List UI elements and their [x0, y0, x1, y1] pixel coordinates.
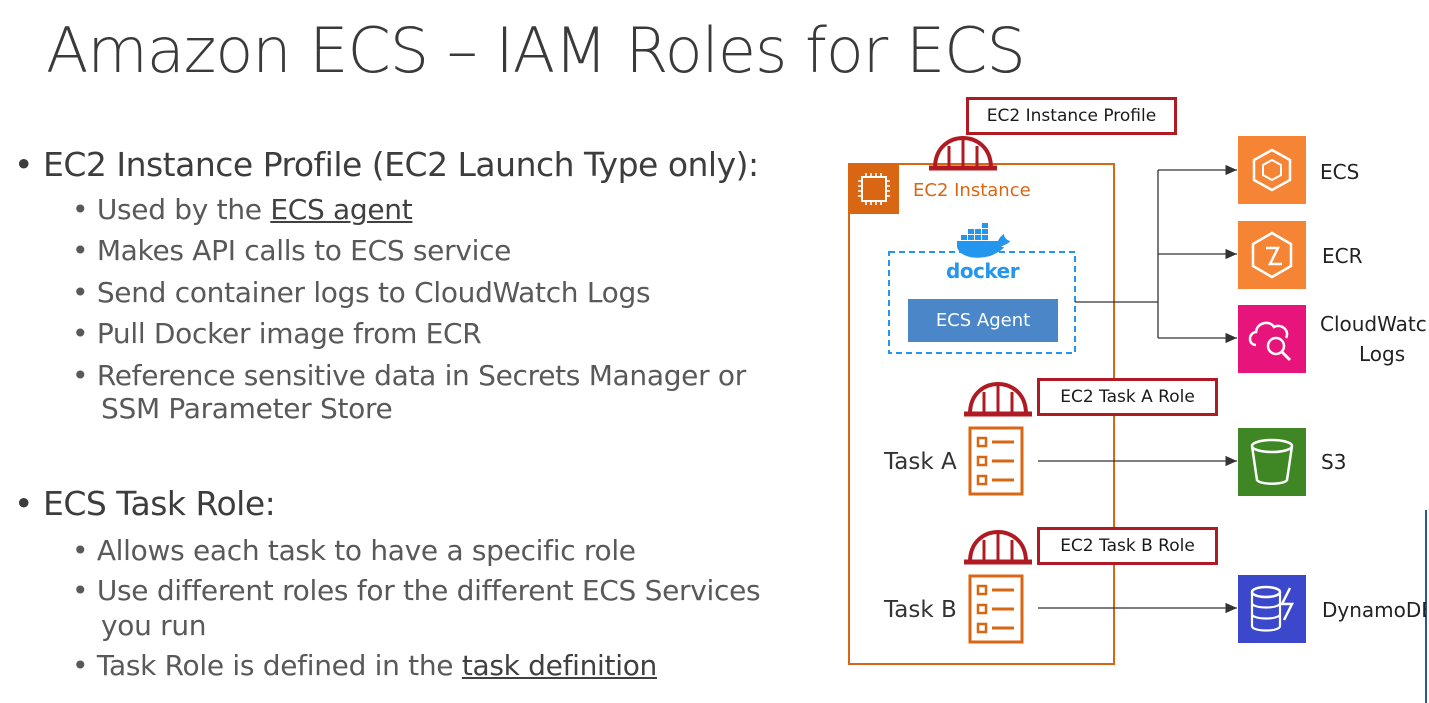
cloudwatch-label-line2: Logs: [1359, 342, 1406, 366]
ecr-label: ECR: [1322, 244, 1363, 268]
docker-whale-icon: [957, 223, 1010, 258]
cloudwatch-label-line1: CloudWatc: [1320, 312, 1427, 336]
bullet-dot: •: [72, 534, 97, 567]
task-a-hat-icon: [964, 384, 1032, 414]
item-text: Reference sensitive data in Secrets Mana…: [96, 359, 746, 392]
item-text: Send container logs to CloudWatch Logs: [96, 276, 651, 309]
list-item: • Used by the ECS agent: [72, 193, 413, 226]
bullet-dot: •: [72, 276, 97, 309]
instance-profile-role-label: EC2 Instance Profile: [966, 97, 1177, 135]
bullet-dot: •: [72, 317, 97, 350]
list-item: • Task Role is defined in the task defin…: [72, 649, 657, 682]
bullet-dot: •: [14, 145, 43, 184]
bullet-dot: •: [72, 574, 97, 607]
bullet-instance-profile: • EC2 Instance Profile (EC2 Launch Type …: [14, 145, 759, 184]
item-text: Use different roles for the different EC…: [96, 574, 761, 607]
ec2-chip-icon: [849, 164, 899, 214]
ecr-icon: [1238, 221, 1306, 289]
dynamodb-icon: [1238, 575, 1306, 643]
list-item: • Send container logs to CloudWatch Logs: [72, 276, 651, 309]
task-b-label: Task B: [884, 597, 957, 623]
ecs-icon: [1238, 136, 1306, 204]
task-b-role-label: EC2 Task B Role: [1037, 527, 1218, 565]
heading-instance-profile: EC2 Instance Profile (EC2 Launch Type on…: [42, 145, 759, 184]
list-item: • Reference sensitive data in Secrets Ma…: [72, 359, 746, 392]
bullet-dot: •: [72, 234, 97, 267]
list-item-continuation: SSM Parameter Store: [101, 392, 393, 425]
ecs-agent-link[interactable]: ECS agent: [270, 193, 413, 226]
task-b-icon: [968, 574, 1024, 644]
cloudwatch-icon: [1238, 305, 1306, 373]
list-item: • Allows each task to have a specific ro…: [72, 534, 636, 567]
task-a-icon: [968, 426, 1024, 496]
heading-task-role: ECS Task Role:: [42, 484, 276, 523]
task-b-hat-icon: [964, 532, 1032, 562]
s3-label: S3: [1321, 450, 1347, 474]
list-item: • Makes API calls to ECS service: [72, 234, 511, 267]
bullet-dot: •: [72, 193, 97, 226]
ecs-agent-label: ECS Agent: [935, 310, 1031, 331]
item-text: Pull Docker image from ECR: [96, 317, 482, 350]
slide-title: Amazon ECS – IAM Roles for ECS: [46, 14, 1026, 87]
task-a-role-label: EC2 Task A Role: [1037, 378, 1218, 416]
task-a-label: Task A: [884, 449, 957, 475]
list-item-continuation: you run: [101, 609, 207, 642]
item-text: Allows each task to have a specific role: [96, 534, 636, 567]
item-text: Makes API calls to ECS service: [96, 234, 512, 267]
item-text: Used by the: [96, 193, 271, 226]
bullet-task-role: • ECS Task Role:: [14, 484, 276, 523]
item-text: Task Role is defined in the: [96, 649, 462, 682]
dynamodb-label: DynamoDE: [1322, 598, 1426, 622]
list-item: • Pull Docker image from ECR: [72, 317, 482, 350]
s3-icon: [1238, 428, 1306, 496]
bullet-dot: •: [14, 484, 43, 523]
bullet-dot: •: [72, 359, 97, 392]
task-definition-link[interactable]: task definition: [461, 649, 657, 682]
docker-logo-text: docker: [946, 259, 1020, 283]
list-item: • Use different roles for the different …: [72, 574, 761, 607]
bullet-dot: •: [72, 649, 97, 682]
ecs-label: ECS: [1320, 160, 1360, 184]
ecs-agent-box: [908, 299, 1058, 342]
ec2-instance-label: EC2 Instance: [913, 180, 1031, 201]
